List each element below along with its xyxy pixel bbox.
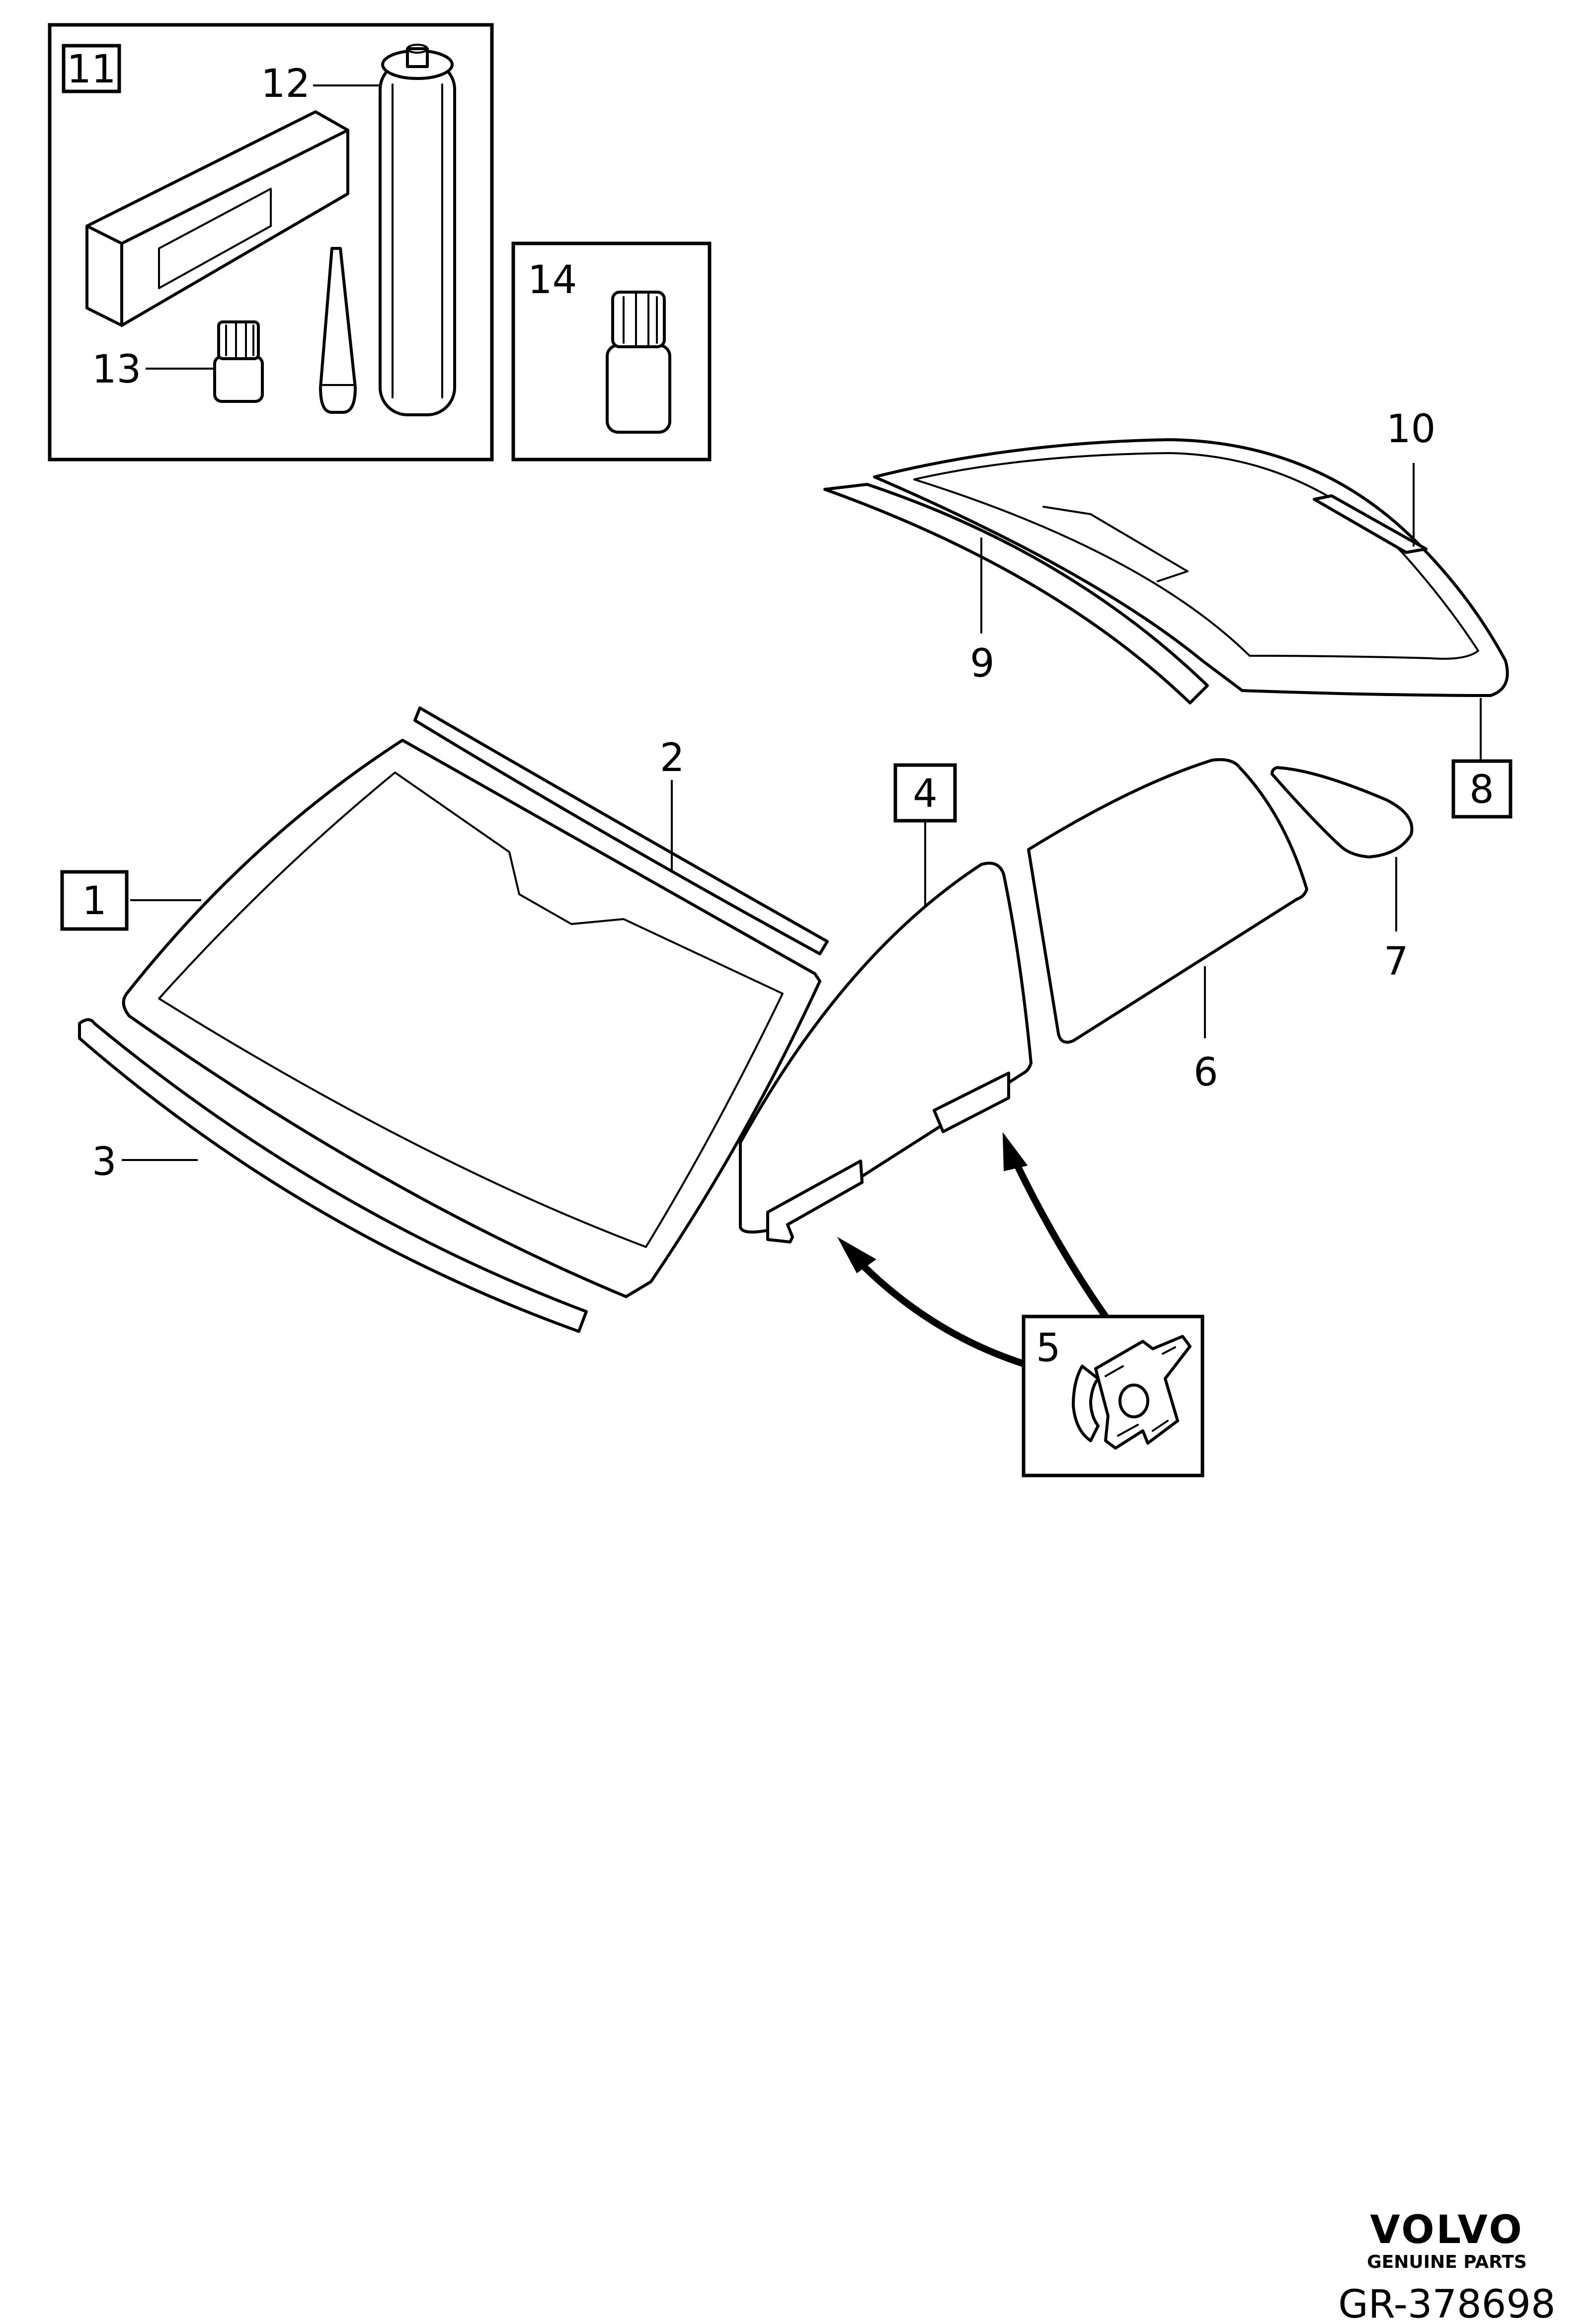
callout-box-8 xyxy=(1451,759,1512,819)
callout-4: 4 xyxy=(913,772,938,816)
callout-7: 7 xyxy=(1384,939,1409,984)
rear-window-8 xyxy=(873,438,1509,697)
trim-strip-10 xyxy=(1313,494,1428,554)
windshield-1 xyxy=(122,739,821,1298)
callout-2: 2 xyxy=(660,736,685,780)
pointer-arrow-to-rear-bracket xyxy=(837,1237,1025,1367)
callout-9: 9 xyxy=(970,641,995,686)
rear-window-moulding-9 xyxy=(823,483,1209,704)
applicator-nozzle xyxy=(319,247,357,414)
callout-5: 5 xyxy=(1036,1326,1061,1371)
callout-box-1 xyxy=(60,870,129,931)
adhesive-cartridge xyxy=(379,44,456,416)
brand-tagline: GENUINE PARTS xyxy=(1367,2252,1527,2272)
windshield-moulding-upper-2 xyxy=(413,706,829,955)
kit-box-14: 14 xyxy=(511,241,712,462)
callout-12: 12 xyxy=(261,62,310,106)
pointer-arrow-to-front-bracket xyxy=(1002,1132,1109,1319)
glass-bracket-rear xyxy=(766,1160,864,1243)
primer-bottle-small xyxy=(213,320,264,403)
callout-1: 1 xyxy=(82,879,107,924)
front-door-glass-4 xyxy=(739,861,1033,1243)
glass-bracket-front xyxy=(933,1072,1010,1133)
quarter-glass-7 xyxy=(1271,766,1414,858)
callout-14: 14 xyxy=(528,258,577,303)
callout-box-11 xyxy=(62,44,121,93)
callout-3: 3 xyxy=(92,1140,117,1184)
callout-13: 13 xyxy=(92,347,141,392)
callout-10: 10 xyxy=(1386,407,1435,452)
kit-box-11: 11 12 13 xyxy=(48,23,494,462)
callout-box-4 xyxy=(893,763,957,823)
brand-logo: VOLVO xyxy=(1370,2208,1524,2252)
primer-bottle xyxy=(606,291,671,434)
callout-11: 11 xyxy=(67,47,116,92)
glass-clip xyxy=(1072,1335,1192,1450)
drawing-number: GR-378698 xyxy=(1338,2282,1555,2324)
rear-door-glass-6 xyxy=(1027,758,1308,1044)
windshield-moulding-lower-3 xyxy=(78,1018,588,1333)
callout-6: 6 xyxy=(1193,1050,1218,1095)
callout-8: 8 xyxy=(1469,768,1494,812)
adhesive-package xyxy=(85,110,349,327)
clip-detail-5: 5 xyxy=(1022,1315,1204,1477)
brand-block: VOLVO GENUINE PARTS GR-378698 xyxy=(1338,2208,1555,2324)
